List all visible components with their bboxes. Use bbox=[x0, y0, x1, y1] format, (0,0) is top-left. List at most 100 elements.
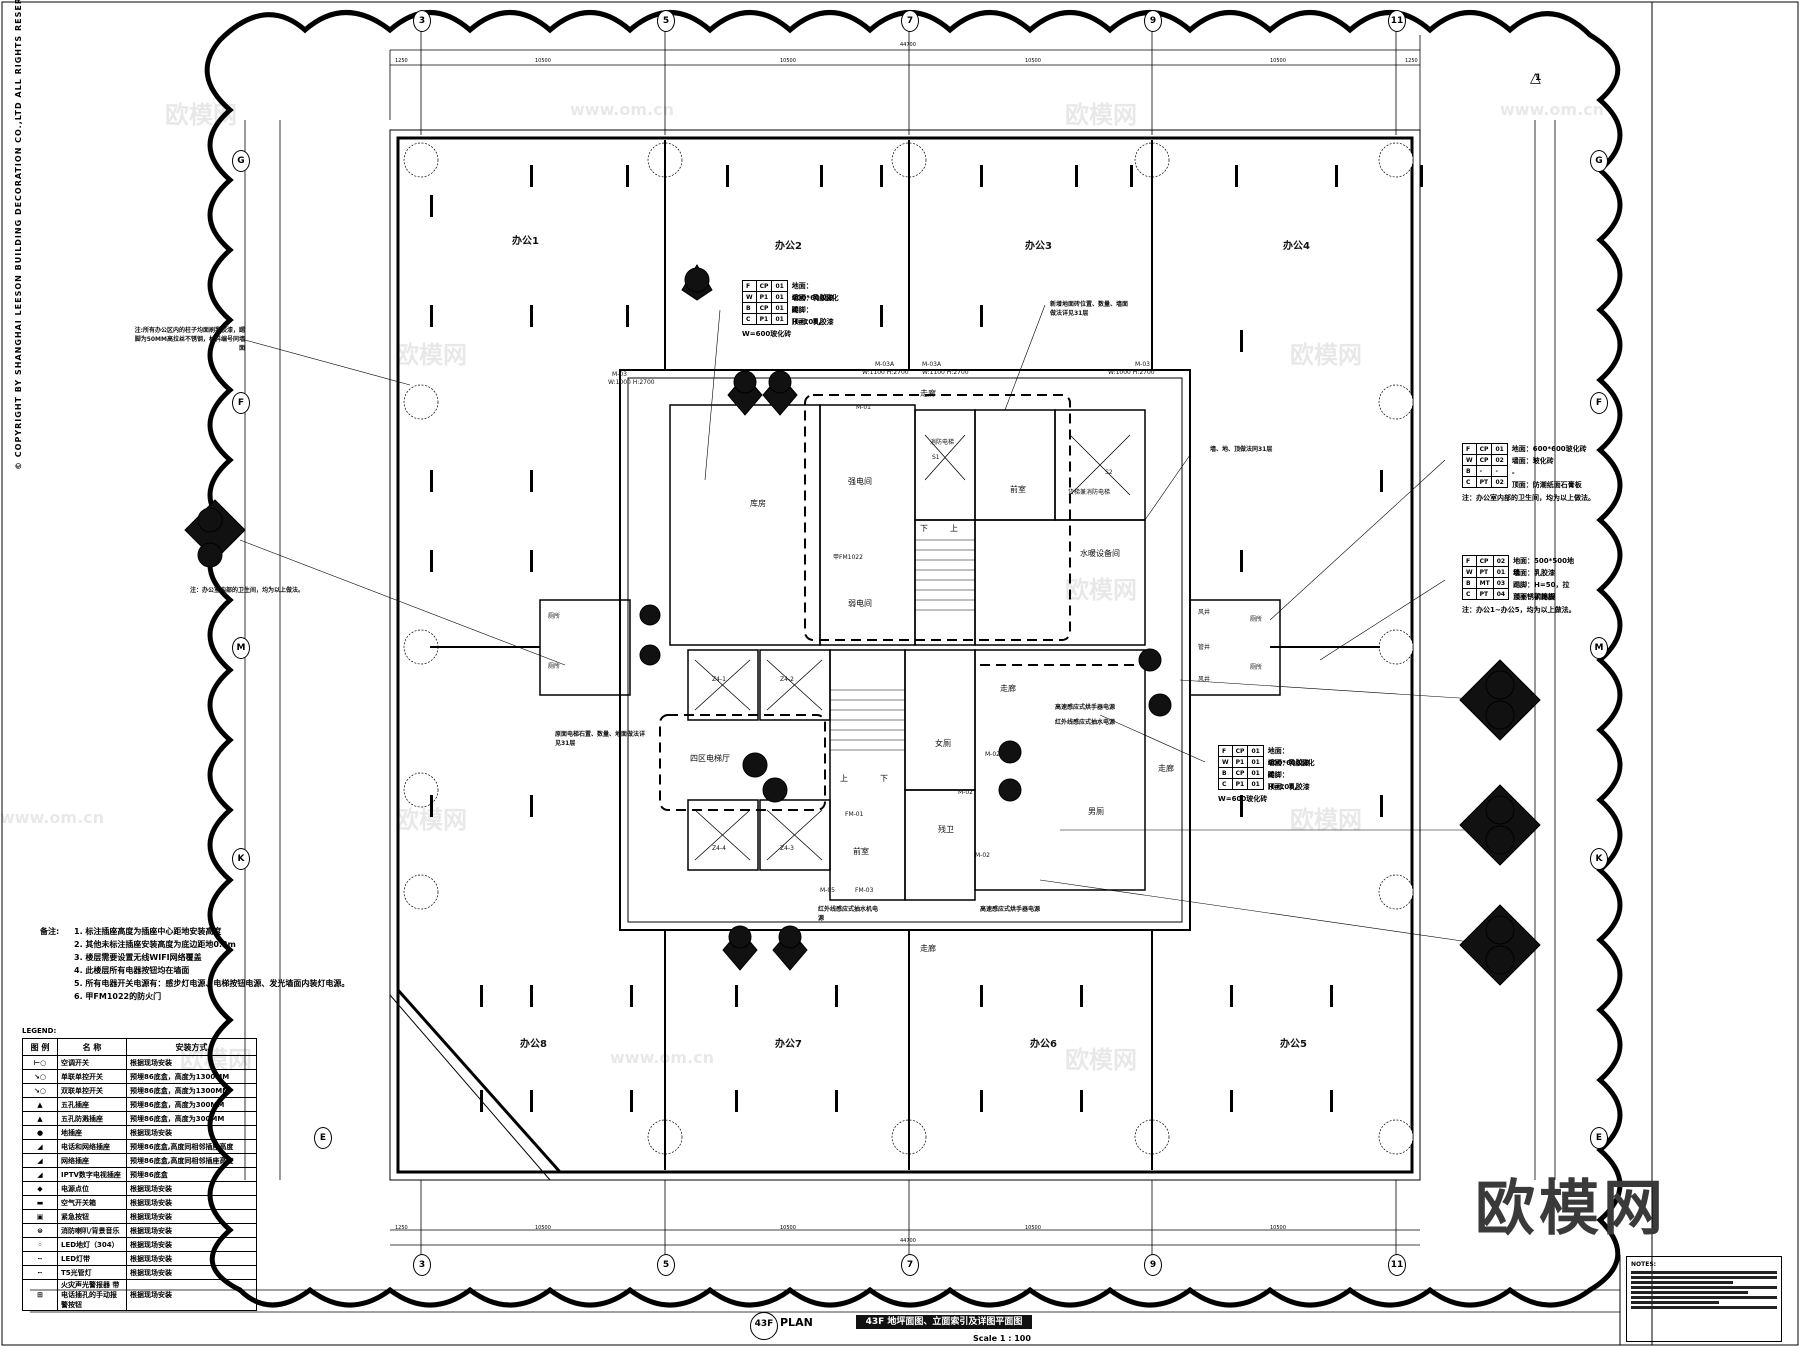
spec-desc: 顶面：乳胶漆 bbox=[1267, 783, 1310, 791]
grid-bubble-top-11: 11 bbox=[1388, 10, 1406, 32]
door-m03-left-size: W:1000 H:2700 bbox=[608, 379, 655, 386]
legend-row: ⊜消防喇叭/背景音乐根据现场安装 bbox=[22, 1223, 257, 1238]
stair-down-label-2: 下 bbox=[880, 774, 888, 783]
legend-install: 根据现场安装 bbox=[126, 1209, 257, 1224]
spec-code: F bbox=[1462, 443, 1477, 455]
legend-row: ↘○双联单控开关预埋86底盒，高度为1300MM bbox=[22, 1083, 257, 1098]
notes-redacted-line bbox=[1631, 1281, 1734, 1284]
iptv-outlet-icon: ◢ bbox=[22, 1167, 58, 1182]
legend-name: 消防喇叭/背景音乐 bbox=[57, 1223, 127, 1238]
legend-name: 空调开关 bbox=[57, 1055, 127, 1070]
note-office-wc-left: 注：办公室内部的卫生间，均为以上做法。 bbox=[190, 587, 305, 594]
watermark-url: www.om.cn bbox=[1500, 100, 1605, 119]
legend-header: 名 称 bbox=[57, 1038, 127, 1056]
spec-num: 02 bbox=[1492, 555, 1510, 567]
legend-row: ◆电源点位根据现场安装 bbox=[22, 1181, 257, 1196]
room-shaft: 管井 bbox=[1198, 644, 1211, 651]
room-office-1: 办公1 bbox=[512, 236, 539, 247]
door-m03-right: M-03 bbox=[1135, 361, 1150, 368]
legend-row: ⊢○空调开关根据现场安装 bbox=[22, 1055, 257, 1070]
legend-install: 预埋86底盒，高度为1300MM bbox=[126, 1083, 257, 1098]
legend-install: 根据现场安装 bbox=[126, 1181, 257, 1196]
spec-material: CP bbox=[1475, 443, 1493, 455]
room-wc-right-1: 厕所 bbox=[1250, 616, 1263, 623]
dim-bottom-3: 10500 bbox=[780, 1225, 796, 1231]
watermark-logo: 欧模网 bbox=[1065, 1046, 1137, 1074]
room-corridor-mid: 走廊 bbox=[1000, 684, 1016, 693]
grid-bubble-right-e: E bbox=[1590, 1127, 1608, 1149]
grid-bubble-bottom-7: 7 bbox=[901, 1254, 919, 1276]
speaker-icon: ⊜ bbox=[22, 1223, 58, 1238]
watermark-url: www.om.cn bbox=[570, 100, 675, 119]
spec-descriptions: 地面：600*600玻化砖 墙面：乳胶漆 踢脚：H=100，W=600玻化砖 顶… bbox=[1218, 745, 1322, 803]
watermark-url: www.om.cn bbox=[610, 1048, 715, 1067]
floor-outlet-icon: ● bbox=[22, 1125, 58, 1140]
legend-install: 预埋86底盒，高度为1300MM bbox=[126, 1069, 257, 1084]
legend-row: ●地插座根据现场安装 bbox=[22, 1125, 257, 1140]
dim-top-4: 10500 bbox=[1025, 58, 1041, 64]
breaker-box-icon: ▬ bbox=[22, 1195, 58, 1210]
spec-code: W bbox=[1462, 454, 1477, 466]
legend-name: 地插座 bbox=[57, 1125, 127, 1140]
plan-label: PLAN bbox=[780, 1316, 813, 1329]
room-accessible-wc: 残卫 bbox=[938, 825, 954, 834]
note-item: 5. 所有电器开关电源有：感步灯电源、电梯按钮电源、发光墙面内装灯电源。 bbox=[74, 979, 350, 988]
elevator-z4-4: Z4-4 bbox=[712, 845, 726, 852]
room-storage: 库房 bbox=[750, 499, 766, 508]
stair-down-label: 下 bbox=[920, 524, 928, 533]
door-fm01: FM-01 bbox=[845, 811, 864, 818]
grid-bubble-right-k: K bbox=[1590, 848, 1608, 870]
spec-desc: - bbox=[1511, 469, 1515, 477]
notes-redacted-line bbox=[1631, 1276, 1777, 1279]
notes-box-title: NOTES: bbox=[1631, 1261, 1657, 1268]
spec-num: 01 bbox=[771, 291, 788, 303]
legend-header: 图 例 bbox=[22, 1038, 58, 1056]
dim-bottom-total: 44700 bbox=[900, 1238, 916, 1244]
spec-num: 01 bbox=[771, 313, 788, 325]
grid-bubble-left-m: M bbox=[232, 637, 250, 659]
note-shaft: 新增地面砖位置、数量、墙面做法详见31层 bbox=[1050, 301, 1129, 317]
spec-code: C bbox=[742, 313, 757, 325]
door-fm03: FM-03 bbox=[855, 887, 874, 894]
door-m02-2: M-02 bbox=[958, 789, 973, 796]
legend-row: ▲五孔防溅插座预埋86底盒，高度为300MM bbox=[22, 1111, 257, 1126]
watermark-logo: 欧模网 bbox=[1065, 576, 1137, 604]
note-item: 2. 其他未标注插座安装高度为底边距地0.3m bbox=[74, 940, 236, 949]
room-corridor-top: 走廊 bbox=[920, 389, 936, 398]
spec-code: F bbox=[1462, 555, 1477, 567]
legend-row: ↘○单联单控开关预埋86底盒，高度为1300MM bbox=[22, 1069, 257, 1084]
dim-bottom-4: 10500 bbox=[1025, 1225, 1041, 1231]
spec-material: P1 bbox=[755, 313, 773, 325]
watermark-url: www.om.cn bbox=[0, 808, 105, 827]
legend-install: 预埋86底盒，高度为300MM bbox=[126, 1111, 257, 1126]
single-switch-icon: ↘○ bbox=[22, 1069, 58, 1084]
spec-desc: 顶面：矿棉板 bbox=[1513, 593, 1556, 601]
room-freight-elevator: 货梯兼消防电梯 bbox=[1068, 489, 1111, 496]
double-switch-icon: ↘○ bbox=[22, 1083, 58, 1098]
room-female-wc: 女厕 bbox=[935, 739, 951, 748]
door-m01: M-01 bbox=[856, 404, 871, 411]
spec-material: - bbox=[1475, 465, 1493, 477]
room-strong-electric: 强电间 bbox=[848, 477, 872, 486]
t5-tube-icon: ┅ bbox=[22, 1265, 58, 1280]
spec-descriptions: 地面：600*600玻化砖 墙面：乳胶漆 踢脚：H=100，W=600玻化砖 顶… bbox=[742, 280, 846, 338]
general-notes: 备注:1. 标注插座高度为插座中心距地安装高度 2. 其他未标注插座安装高度为底… bbox=[40, 925, 349, 1003]
door-fm1022: 甲FM1022 bbox=[833, 554, 863, 561]
room-office-7: 办公7 bbox=[775, 1039, 802, 1050]
legend-name: 电话和网络插座 bbox=[57, 1139, 127, 1154]
spec-num: 01 bbox=[1491, 443, 1508, 455]
room-office-6: 办公6 bbox=[1030, 1039, 1057, 1050]
room-office-2: 办公2 bbox=[775, 241, 802, 252]
note-hand-dryer-bottom: 高速感应式烘手器电源 bbox=[980, 906, 1041, 913]
note-ir-sensor-bottom: 红外线感应式抽水机电源 bbox=[818, 906, 879, 922]
watermark-logo: 欧模网 bbox=[180, 1046, 252, 1074]
legend-name: 双联单控开关 bbox=[57, 1083, 127, 1098]
spec-code: B bbox=[1462, 577, 1477, 589]
dim-top-1: 1250 bbox=[395, 58, 408, 64]
emergency-button-icon: ▣ bbox=[22, 1209, 58, 1224]
legend-row: ▲五孔插座预埋86底盒，高度为300MM bbox=[22, 1097, 257, 1112]
note-item: 6. 甲FM1022的防火门 bbox=[74, 992, 162, 1001]
